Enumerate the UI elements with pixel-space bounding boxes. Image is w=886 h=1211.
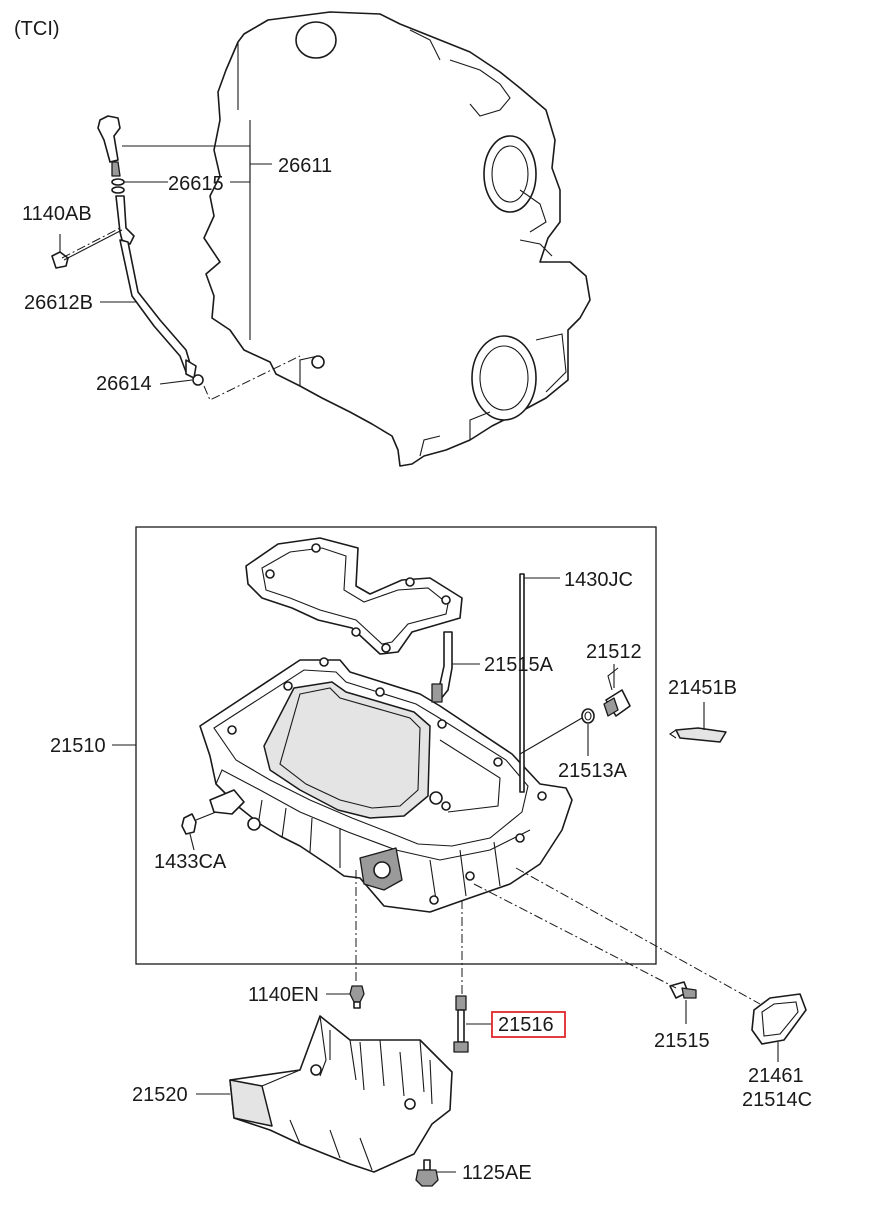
callout-1125AE[interactable]: 1125AE	[462, 1162, 532, 1184]
dipstick-guide-tube	[431, 631, 453, 703]
oil-pan-cover-plate	[751, 993, 807, 1045]
stud-bolt-21516	[453, 995, 469, 1053]
leader-26611-lower	[230, 164, 251, 183]
callout-1430JC[interactable]: 1430JC	[564, 569, 633, 591]
leader-26614	[159, 379, 193, 385]
callout-21515[interactable]: 21515	[654, 1030, 710, 1052]
drain-plug-locator	[519, 717, 583, 755]
callout-1140EN[interactable]: 1140EN	[248, 984, 319, 1006]
callout-26614[interactable]: 26614	[96, 373, 152, 395]
dipstick-tube-locator	[203, 355, 301, 401]
callout-21514C[interactable]: 21514C	[742, 1089, 812, 1111]
cover-bolt-locator	[473, 883, 677, 989]
oil-pan-body	[199, 657, 573, 913]
drain-plug-gasket	[581, 708, 595, 724]
sealant-tube	[669, 727, 727, 743]
leader-26611	[122, 145, 272, 165]
callout-21461[interactable]: 21461	[748, 1065, 804, 1087]
callout-21515A[interactable]: 21515A	[484, 654, 554, 676]
callout-21512[interactable]: 21512	[586, 641, 642, 663]
callout-21516[interactable]: 21516	[498, 1014, 554, 1036]
callout-26615[interactable]: 26615	[168, 173, 224, 195]
highlight-box-21516	[491, 1011, 566, 1038]
bolt-1140EN	[349, 985, 365, 1009]
plug-locator	[195, 811, 217, 821]
callout-21451B[interactable]: 21451B	[668, 677, 737, 699]
engine-block-outline	[203, 11, 591, 467]
variant-label: (TCI)	[14, 18, 60, 40]
callout-26612B[interactable]: 26612B	[24, 292, 93, 314]
leader-1433CA	[189, 833, 195, 851]
skid-plate	[229, 1015, 453, 1173]
callout-21520[interactable]: 21520	[132, 1084, 188, 1106]
cover-plate-locator	[515, 867, 761, 1005]
callout-26611[interactable]: 26611	[278, 155, 332, 177]
callout-21513A[interactable]: 21513A	[558, 760, 628, 782]
callout-21510[interactable]: 21510	[50, 735, 106, 757]
oil-level-gauge-assembly	[51, 115, 204, 386]
dipstick-bolt-locator	[61, 227, 121, 259]
cover-bolt-21515	[669, 981, 697, 999]
oil-level-sensor-rod	[519, 573, 525, 793]
pan-plug-1433CA	[181, 813, 197, 835]
callout-1433CA[interactable]: 1433CA	[154, 851, 227, 873]
oil-pan-gasket	[245, 537, 463, 655]
callout-1140AB[interactable]: 1140AB	[22, 203, 92, 225]
drain-plug	[603, 667, 631, 717]
bolt-1125AE	[415, 1159, 439, 1187]
